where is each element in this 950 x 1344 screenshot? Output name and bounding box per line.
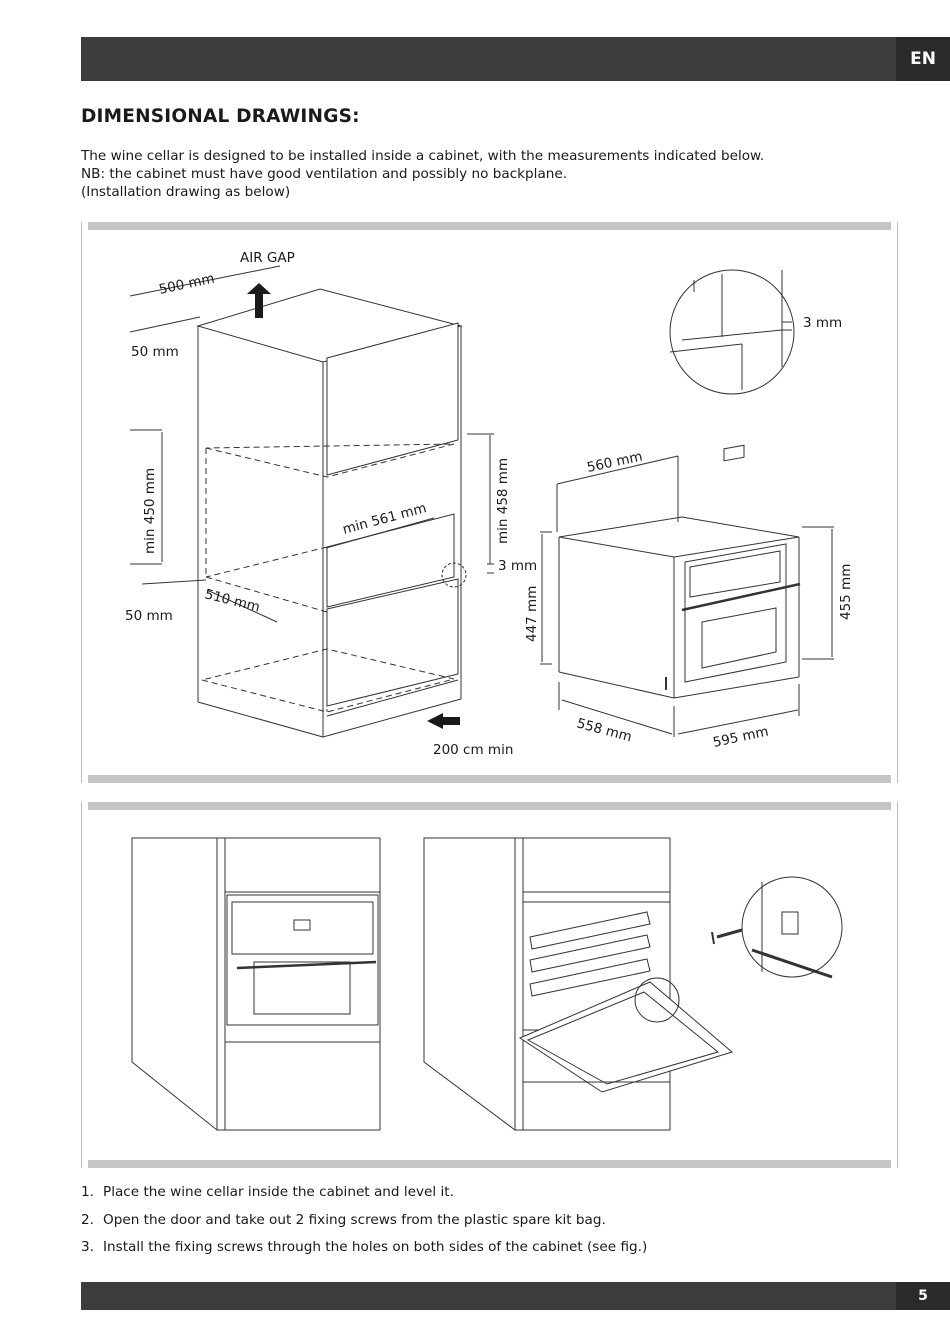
section-title: DIMENSIONAL DRAWINGS:	[81, 106, 360, 127]
intro-line-3: (Installation drawing as below)	[81, 184, 291, 200]
installation-drawing	[131, 837, 843, 1132]
depth-500-label: 500 mm	[158, 271, 216, 298]
step-item: 3.Install the fixing screws through the …	[81, 1239, 648, 1255]
footer-bar: 5	[81, 1282, 950, 1310]
width-560-label: 560 mm	[586, 449, 644, 476]
cabinet-dimension-drawing: AIR GAP 500 mm 50 mm min 450 mm min 561 …	[125, 250, 854, 758]
intro-text: The wine cellar is designed to be instal…	[81, 147, 881, 201]
step-item: 2.Open the door and take out 2 fixing sc…	[81, 1211, 606, 1228]
panel-bottom-bar	[88, 1160, 891, 1168]
detail-3mm-label: 3 mm	[803, 315, 842, 331]
height-450-label: min 450 mm	[142, 468, 158, 554]
depth-510-label: 510 mm	[203, 586, 262, 615]
gap-50-top-label: 50 mm	[131, 344, 179, 360]
height-458-label: min 458 mm	[495, 458, 511, 544]
panel-bottom-bar	[88, 775, 891, 783]
step-item: 1.Place the wine cellar inside the cabin…	[81, 1184, 454, 1200]
air-200-label: 200 cm min	[433, 742, 513, 758]
intro-line-2: NB: the cabinet must have good ventilati…	[81, 166, 568, 182]
width-595-label: 595 mm	[712, 724, 770, 751]
page-number: 5	[896, 1282, 950, 1310]
gap-3-label: 3 mm	[498, 558, 537, 574]
header-bar: EN	[81, 37, 950, 81]
height-455-label: 455 mm	[838, 564, 854, 620]
dimension-figure-panel: AIR GAP 500 mm 50 mm min 450 mm min 561 …	[81, 222, 898, 783]
air-gap-label: AIR GAP	[240, 250, 295, 266]
gap-50-bottom-label: 50 mm	[125, 608, 173, 624]
installation-steps: 1.Place the wine cellar inside the cabin…	[81, 1184, 647, 1267]
panel-top-bar	[88, 802, 891, 810]
intro-line-1: The wine cellar is designed to be instal…	[81, 148, 765, 164]
height-447-label: 447 mm	[524, 586, 540, 642]
panel-top-bar	[88, 222, 891, 230]
language-badge: EN	[896, 37, 950, 81]
installation-figure-panel	[81, 802, 898, 1168]
